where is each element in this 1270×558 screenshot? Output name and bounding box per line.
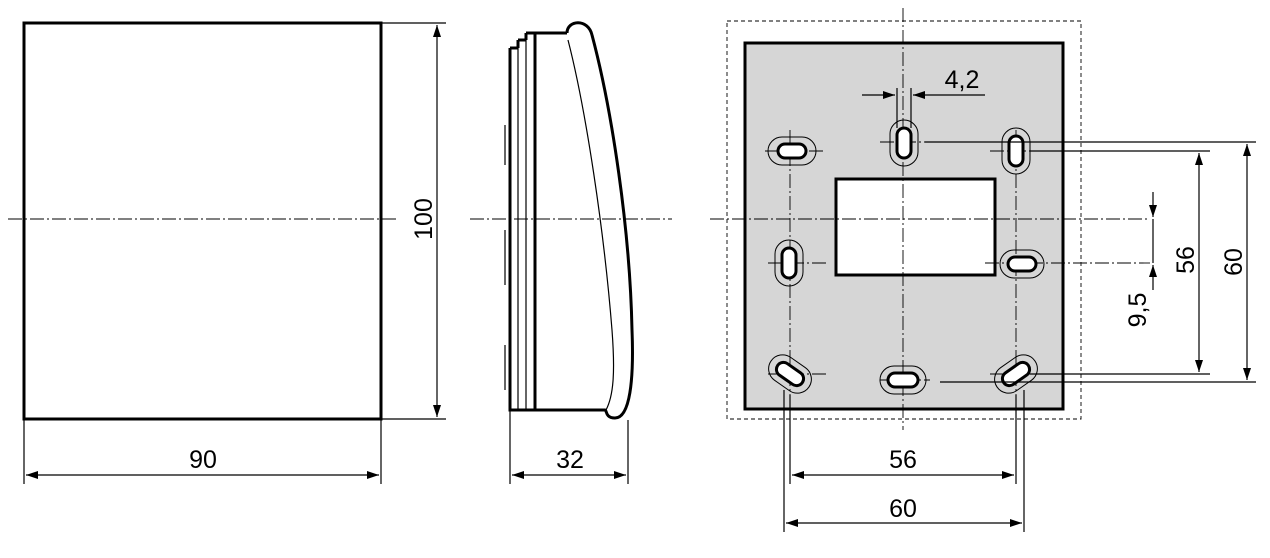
slot-top-left	[767, 136, 817, 166]
slot-bottom-center	[879, 365, 927, 395]
slot-bottom-left	[768, 354, 812, 394]
side-view: 32	[470, 21, 672, 484]
depth-label: 32	[556, 446, 584, 474]
slot-width-label: 4,2	[945, 66, 980, 94]
slot-bottom-right	[994, 354, 1038, 394]
height-label: 100	[410, 198, 438, 240]
front-housing-outline	[22, 21, 383, 421]
curved-cover-outer	[535, 21, 634, 420]
slot-mid-right	[999, 249, 1045, 279]
inner-vertical-label: 56	[1172, 246, 1200, 274]
front-view: 100 90	[8, 21, 446, 484]
outer-vertical-label: 60	[1220, 248, 1248, 276]
base-frame	[508, 33, 537, 412]
outer-horizontal-label: 60	[889, 495, 917, 523]
curved-cover-inner	[567, 39, 615, 411]
offset-label: 9,5	[1124, 293, 1152, 328]
housing-footprint-outline	[726, 20, 1082, 420]
slot-top-right	[1001, 127, 1031, 175]
width-label: 90	[189, 446, 217, 474]
back-view: 4,2 9,5 56 60 56 60	[710, 8, 1256, 532]
cable-opening	[834, 177, 997, 277]
slot-mid-left	[774, 239, 804, 287]
inner-horizontal-label: 56	[889, 446, 917, 474]
slot-top-center	[889, 119, 919, 167]
